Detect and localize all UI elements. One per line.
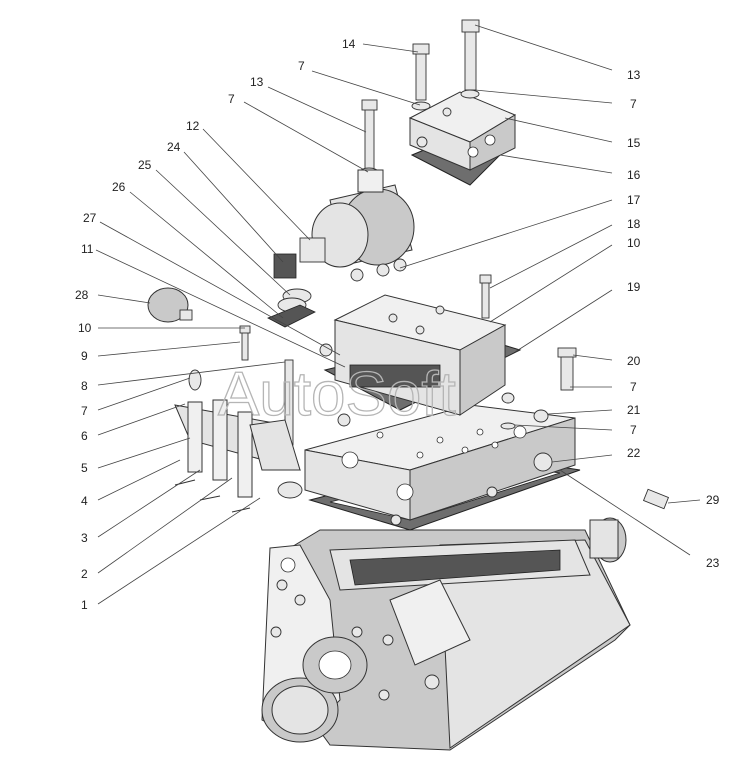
callout-27: 27 [83,211,97,225]
lever-assembly [174,359,303,513]
upper-valve-block [408,91,517,171]
callout-13-top: 13 [627,68,641,82]
callout-7-top: 7 [298,59,305,73]
callout-6: 6 [81,429,88,443]
callout-8: 8 [81,379,88,393]
callout-22: 22 [627,446,641,460]
callout-7-left: 7 [228,92,235,106]
callout-29: 29 [706,493,720,507]
callout-4: 4 [81,494,88,508]
callout-13-left: 13 [250,75,264,89]
callout-26: 26 [112,180,126,194]
callout-7-right-mid: 7 [630,380,637,394]
callout-12: 12 [186,119,200,133]
cap-28 [147,287,193,323]
distributor-block [319,294,507,427]
callout-19: 19 [627,280,641,294]
callout-17: 17 [627,193,641,207]
callout-2: 2 [81,567,88,581]
bolt-group [239,19,577,430]
callout-3: 3 [81,531,88,545]
callout-1: 1 [81,598,88,612]
gearbox-housing [261,517,631,751]
callout-28: 28 [75,288,89,302]
callout-21: 21 [627,403,641,417]
callout-23: 23 [706,556,720,570]
callout-16: 16 [627,168,641,182]
sensor-29 [642,488,670,510]
callout-20: 20 [627,354,641,368]
callout-11: 11 [81,242,94,256]
leader-lines [95,24,701,605]
callout-15: 15 [627,136,641,150]
callout-24: 24 [167,140,181,154]
fittings [267,253,316,328]
watermark: AutoSoft [218,360,456,429]
hydraulic-cylinder [299,169,415,282]
callout-25: 25 [138,158,152,172]
main-valve-plate [304,404,576,526]
callout-7-left-mid: 7 [81,404,88,418]
callout-14: 14 [342,37,356,51]
callout-7-right-low: 7 [630,423,637,437]
callout-18: 18 [627,217,641,231]
callout-9: 9 [81,349,88,363]
callout-5: 5 [81,461,88,475]
callout-10-left: 10 [78,321,92,335]
callout-7-right-top: 7 [630,97,637,111]
callout-10-right: 10 [627,236,641,250]
callout-labels: 14 13 7 7 13 7 15 12 16 24 25 26 17 27 1… [75,37,720,612]
